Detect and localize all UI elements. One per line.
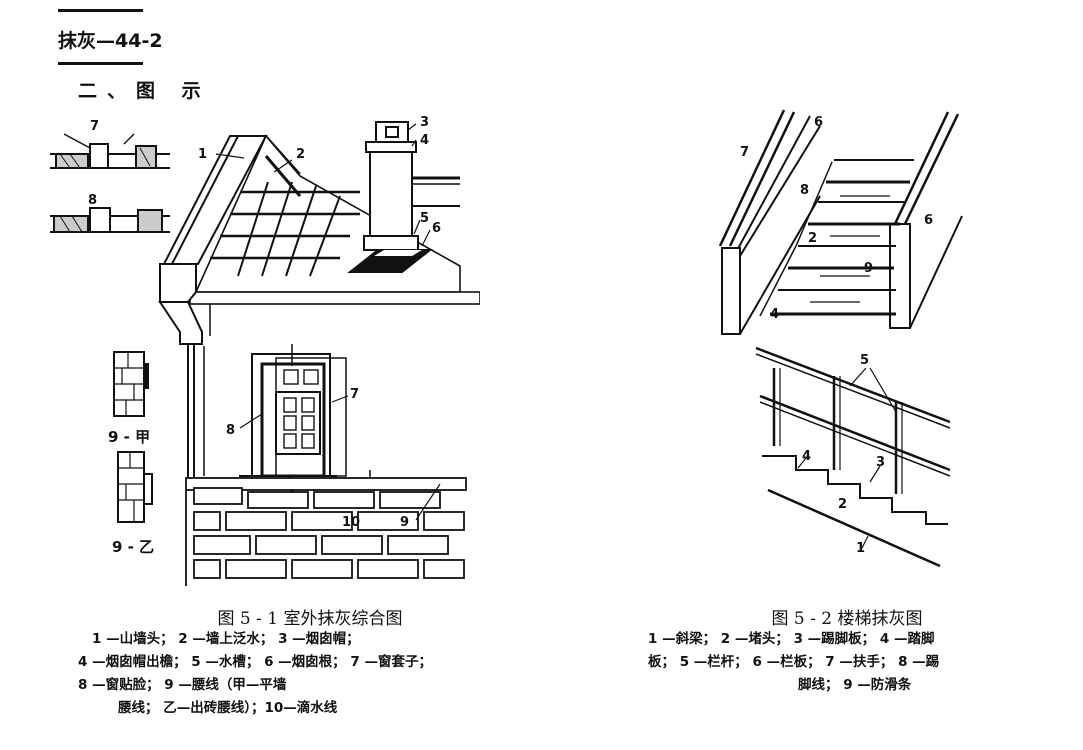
- label-10: 10: [342, 515, 360, 530]
- stair-label-3: 3: [876, 455, 885, 470]
- stair-label-8: 8: [800, 183, 809, 198]
- header-rule-top: [58, 9, 143, 12]
- label-9-jia: 9 - 甲: [108, 428, 150, 446]
- label-6: 6: [432, 221, 441, 236]
- stair-label-6-top: 6: [814, 115, 823, 130]
- label-4: 4: [420, 133, 429, 148]
- label-9-yi: 9 - 乙: [112, 538, 154, 556]
- label-1: 1: [198, 147, 207, 162]
- stair-label-5: 5: [860, 353, 869, 368]
- label-7: 7: [350, 387, 359, 402]
- label-detail-7: 7: [90, 119, 99, 134]
- stair-label-2-upper: 2: [808, 231, 817, 246]
- label-3: 3: [420, 115, 429, 130]
- fig2-legend-line-2: 板； 5 —栏杆； 6 —栏板； 7 —扶手； 8 —踢: [648, 654, 940, 670]
- chimney: [347, 121, 433, 273]
- label-2: 2: [296, 147, 305, 162]
- stair-leader-lines: [797, 367, 897, 549]
- label-5: 5: [420, 211, 429, 226]
- detail-8-sketch: [50, 207, 170, 233]
- figure-5-1-drawing: 7 8 9 - 甲 9 - 乙: [50, 115, 480, 586]
- stair-label-4-upper: 4: [770, 307, 779, 322]
- wall-section-jia: [113, 351, 149, 417]
- fig2-legend-line-3: 脚线； 9 —防滑条: [798, 677, 912, 693]
- stair-label-9: 9: [864, 261, 873, 276]
- fig1-legend-line-1: 1 —山墙头； 2 —墙上泛水； 3 —烟囱帽；: [92, 631, 360, 647]
- fig2-legend-line-1: 1 —斜梁； 2 —堵头； 3 —踢脚板； 4 —踏脚: [648, 631, 935, 647]
- stair-label-1: 1: [856, 541, 865, 556]
- fig1-legend-line-4: 腰线； 乙—出砖腰线）；10—滴水线: [118, 700, 338, 716]
- downpipe: [158, 263, 211, 486]
- document-code: 抹灰—44-2: [58, 30, 163, 52]
- leader-lines: [215, 123, 441, 521]
- label-9: 9: [400, 515, 409, 530]
- fig1-legend-line-3: 8 —窗贴脸； 9 —腰线（甲—平墙: [78, 677, 287, 693]
- upper-stair: [718, 109, 963, 335]
- figure-5-2-caption: 图 5 - 2 楼梯抹灰图: [771, 609, 923, 629]
- brick-wall: [185, 470, 467, 586]
- stair-label-2-lower: 2: [838, 497, 847, 512]
- figure-5-2-drawing: 7 6 8 6 2 9 4 5 4 3 2 1: [718, 109, 963, 568]
- label-8: 8: [226, 423, 235, 438]
- wall-section-yi: [117, 451, 153, 523]
- detail-7-sketch: [50, 133, 170, 169]
- section-title: 二、图 示: [78, 80, 211, 102]
- figure-5-1-caption: 图 5 - 1 室外抹灰综合图: [217, 609, 403, 629]
- lower-stair: [755, 346, 951, 568]
- fig1-legend-line-2: 4 —烟囱帽出檐； 5 —水槽； 6 —烟囱根； 7 —窗套子；: [78, 654, 432, 670]
- stair-label-4-lower: 4: [802, 449, 811, 464]
- stair-label-7: 7: [740, 145, 749, 160]
- stair-label-6-right: 6: [924, 213, 933, 228]
- roof: [162, 134, 480, 305]
- header-rule-bottom: [58, 62, 143, 65]
- label-detail-8: 8: [88, 193, 97, 208]
